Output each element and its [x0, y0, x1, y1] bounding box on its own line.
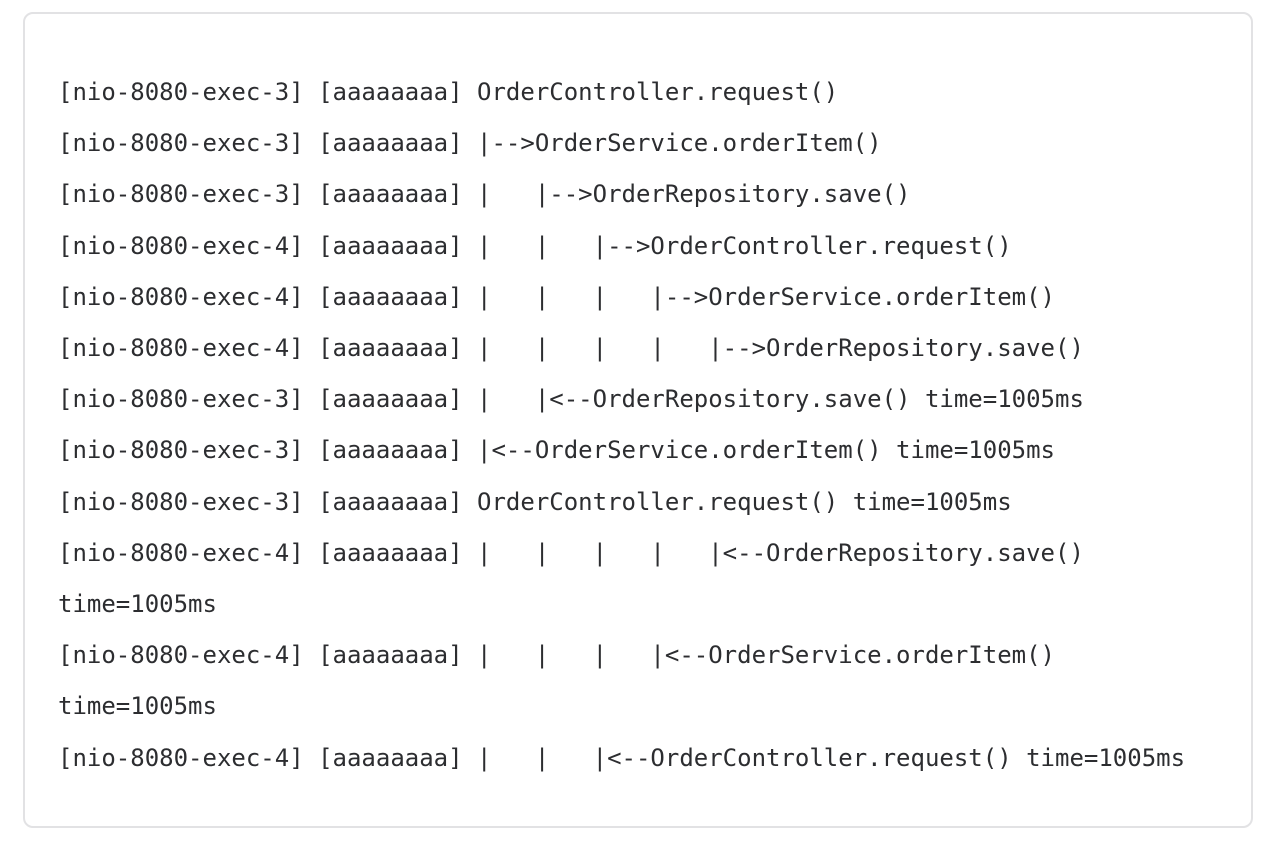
log-line: [nio-8080-exec-3] [aaaaaaaa] |-->OrderSe…	[58, 129, 882, 158]
log-line: [nio-8080-exec-4] [aaaaaaaa] | | | | |--…	[58, 334, 1084, 363]
log-line: [nio-8080-exec-3] [aaaaaaaa] OrderContro…	[58, 78, 839, 106]
log-line: [nio-8080-exec-3] [aaaaaaaa] | |-->Order…	[58, 180, 911, 209]
log-line: [nio-8080-exec-3] [aaaaaaaa] |<--OrderSe…	[58, 436, 1055, 465]
log-code-block: [nio-8080-exec-3] [aaaaaaaa] OrderContro…	[23, 12, 1253, 828]
log-line: [nio-8080-exec-4] [aaaaaaaa] | | | | |<-…	[58, 538, 1099, 619]
log-line: [nio-8080-exec-4] [aaaaaaaa] | | |<--Ord…	[58, 743, 1186, 772]
log-line: [nio-8080-exec-3] [aaaaaaaa] OrderContro…	[58, 487, 1012, 516]
log-line: [nio-8080-exec-4] [aaaaaaaa] | | |-->Ord…	[58, 231, 1012, 260]
log-line: [nio-8080-exec-4] [aaaaaaaa] | | | |-->O…	[58, 282, 1055, 311]
log-line: [nio-8080-exec-4] [aaaaaaaa] | | | |<--O…	[58, 641, 1070, 721]
log-line: [nio-8080-exec-3] [aaaaaaaa] | |<--Order…	[58, 385, 1084, 414]
